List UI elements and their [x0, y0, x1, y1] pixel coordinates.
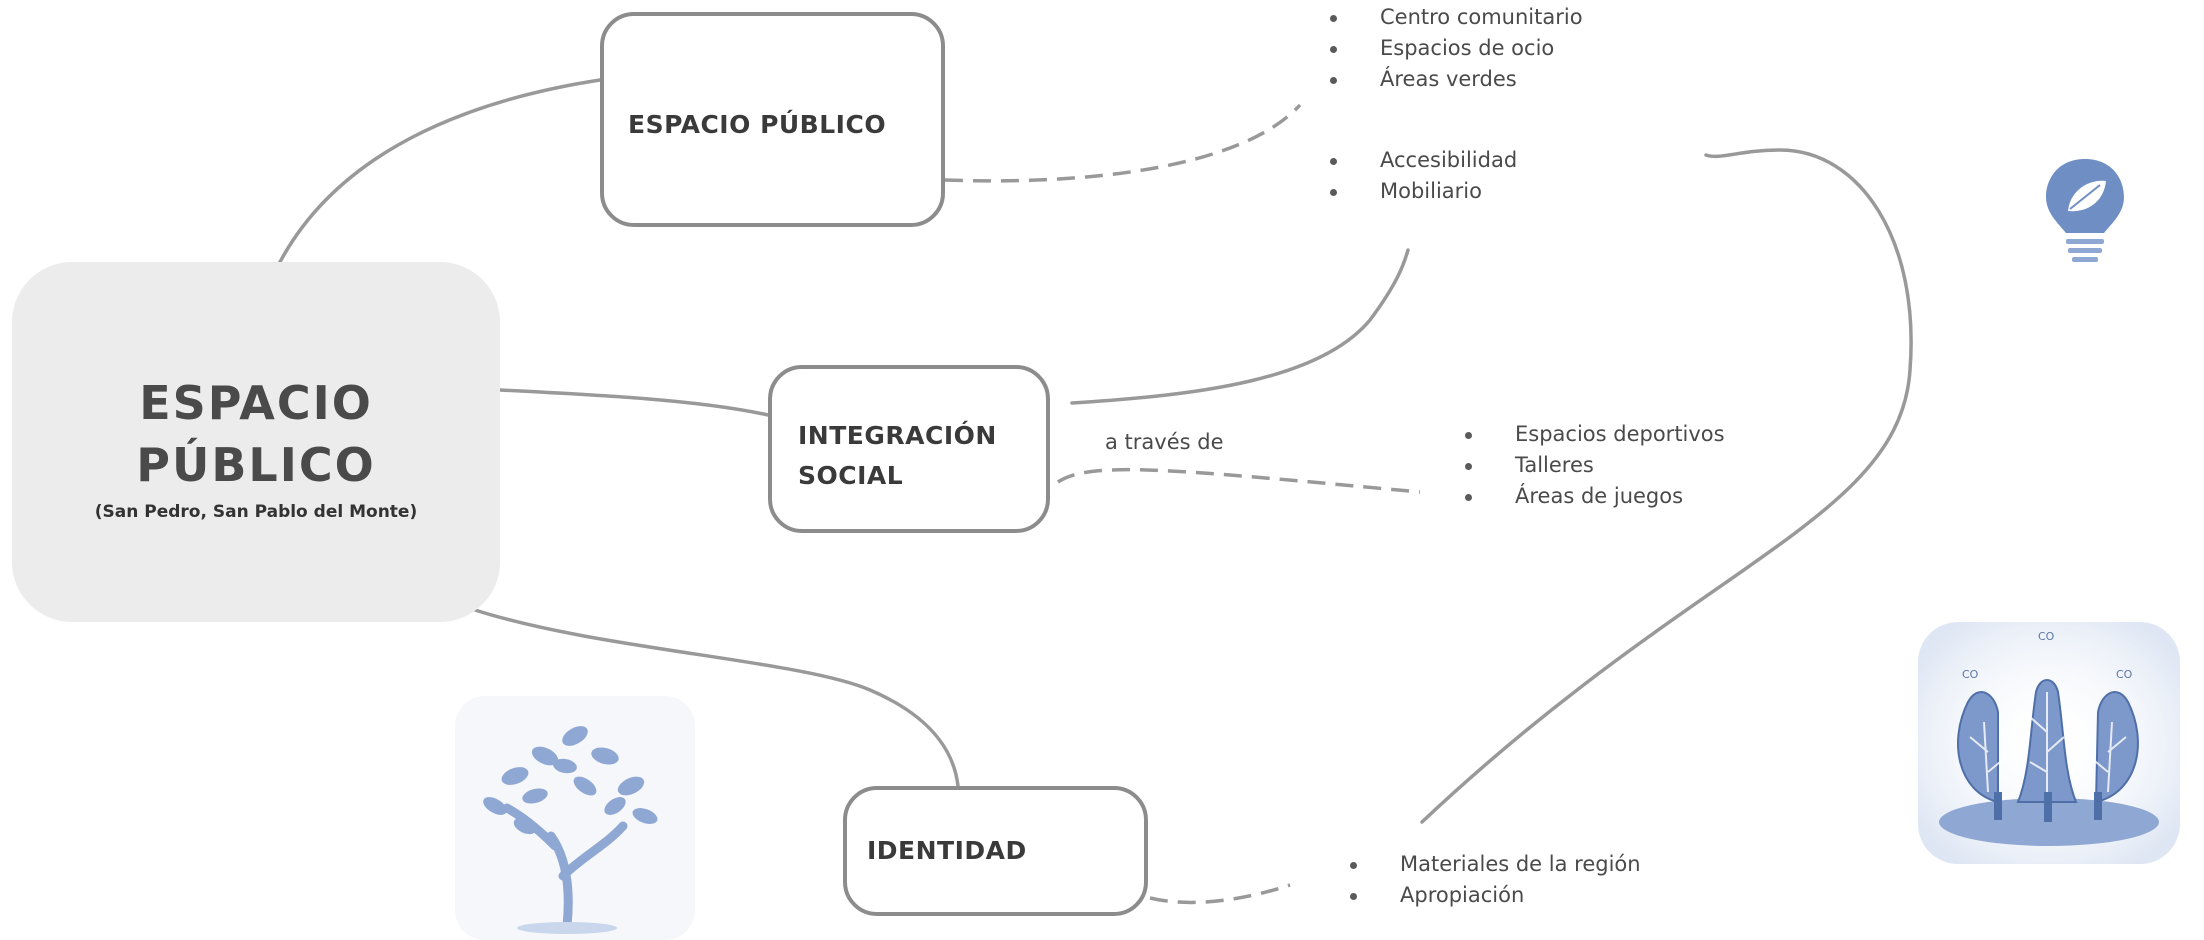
list-item: Mobiliario	[1320, 176, 1517, 207]
node-espacio-publico: ESPACIO PÚBLICO	[600, 12, 945, 227]
svg-text:CO: CO	[2038, 630, 2055, 643]
connector-main-to-identidad	[473, 608, 960, 788]
dashed-espacio-to-list	[944, 103, 1302, 183]
list-item: Talleres	[1455, 450, 1725, 481]
dashed-identidad-to-list	[1149, 883, 1291, 905]
connector-main-to-integracion	[498, 388, 770, 417]
list-item: Espacios deportivos	[1455, 419, 1725, 450]
list-item: Accesibilidad	[1320, 145, 1517, 176]
central-node-title: ESPACIO PÚBLICO	[136, 376, 376, 492]
node-integracion-social-label: INTEGRACIÓN SOCIAL	[798, 421, 997, 490]
lightbulb-leaf-icon	[2046, 159, 2124, 262]
tree-icon	[455, 696, 695, 940]
node-espacio-publico-label: ESPACIO PÚBLICO	[628, 110, 887, 139]
list-item: Áreas de juegos	[1455, 481, 1725, 512]
list-identidad: Materiales de la región Apropiación	[1340, 849, 1641, 911]
list-espacio-publico-b: Accesibilidad Mobiliario	[1320, 145, 1517, 207]
lungs-trees-icon: CO CO CO	[1918, 622, 2180, 864]
connector-integracion-to-mobiliario	[1070, 248, 1410, 405]
list-integracion-social: Espacios deportivos Talleres Áreas de ju…	[1455, 419, 1725, 512]
dashed-integracion-to-list	[1057, 467, 1421, 494]
list-item: Materiales de la región	[1340, 849, 1641, 880]
node-integracion-social: INTEGRACIÓN SOCIAL	[768, 365, 1050, 533]
connector-identidad-curve	[1420, 148, 1913, 824]
node-identidad-label: IDENTIDAD	[867, 836, 1027, 865]
node-identidad: IDENTIDAD	[843, 786, 1148, 916]
list-espacio-publico-a: Centro comunitario Espacios de ocio Área…	[1320, 2, 1583, 95]
edge-label-a-traves-de: a través de	[1105, 430, 1224, 454]
central-node-subtitle: (San Pedro, San Pablo del Monte)	[94, 502, 418, 522]
svg-text:CO: CO	[1962, 668, 1979, 681]
list-item: Espacios de ocio	[1320, 33, 1583, 64]
connector-main-to-espacio	[278, 78, 602, 264]
list-item: Áreas verdes	[1320, 64, 1583, 95]
svg-text:CO: CO	[2116, 668, 2133, 681]
central-node: ESPACIO PÚBLICO (San Pedro, San Pablo de…	[12, 262, 500, 622]
list-item: Centro comunitario	[1320, 2, 1583, 33]
list-item: Apropiación	[1340, 880, 1641, 911]
